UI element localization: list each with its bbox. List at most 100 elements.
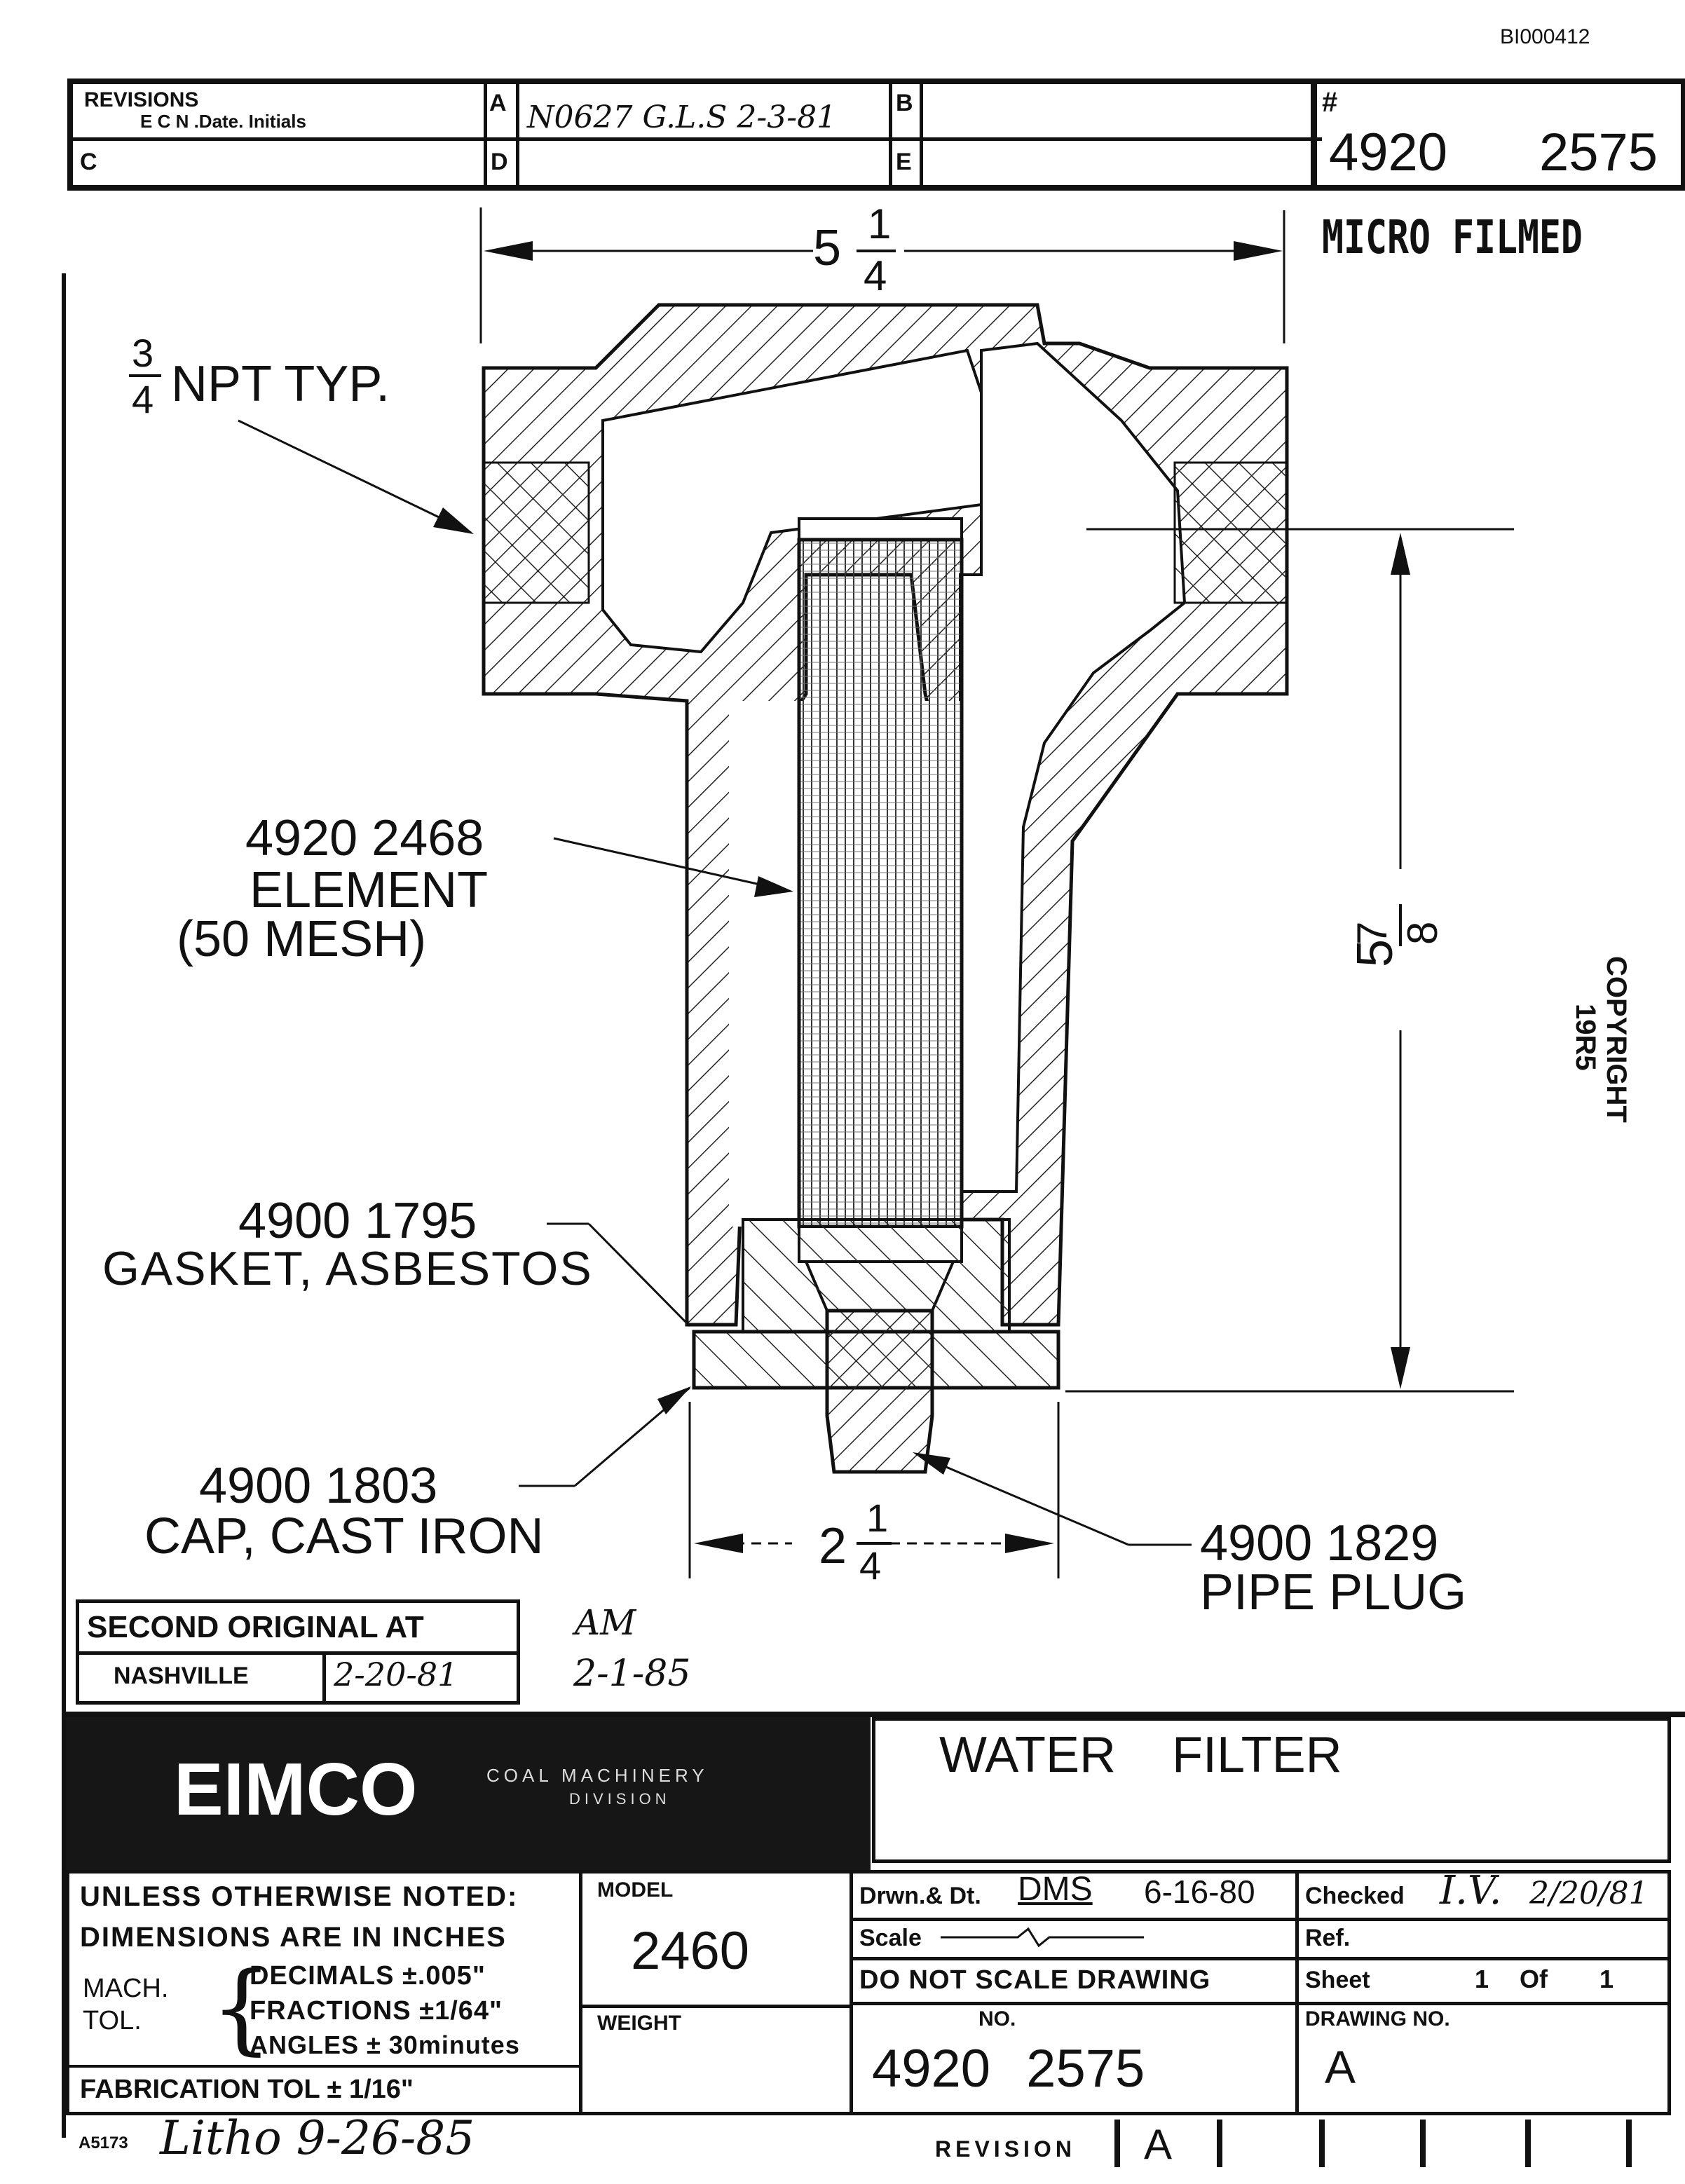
- tol-angles: ANGLES ± 30minutes: [250, 2031, 520, 2059]
- notes-line-1: UNLESS OTHERWISE NOTED:: [80, 1881, 519, 1912]
- checked-by: I.V.: [1440, 1868, 1502, 1913]
- drawn-by: DMS: [1018, 1871, 1093, 1908]
- element-mesh: (50 MESH): [177, 911, 427, 967]
- notes-line-2: DIMENSIONS ARE IN INCHES: [80, 1922, 507, 1953]
- document-id: BI000412: [1500, 25, 1590, 48]
- second-original-location: NASHVILLE: [114, 1663, 249, 1689]
- npt-num: 3: [132, 331, 154, 375]
- revision-slot-c-letter: C: [80, 149, 97, 175]
- sheet-label: Sheet: [1305, 1967, 1370, 1993]
- drawing-number-top-2: 2575: [1539, 123, 1658, 182]
- second-original-divider: [76, 1651, 520, 1655]
- drawing-number: 4920 2575: [872, 2039, 1145, 2098]
- revisions-col3: [889, 79, 892, 191]
- dim-side-den: 8: [1399, 921, 1446, 945]
- revision-tick-3: [1319, 2120, 1325, 2167]
- plug-name: PIPE PLUG: [1200, 1564, 1467, 1620]
- second-original-col: [322, 1651, 326, 1705]
- drawn-date: 6-16-80: [1144, 1874, 1255, 1910]
- tol-brace: {: [210, 1951, 273, 2066]
- fabrication-divider: [66, 2065, 579, 2068]
- revision-tick-4: [1420, 2120, 1426, 2167]
- grid-col-checked: [1295, 1870, 1299, 2115]
- revision-tick-2: [1217, 2120, 1222, 2167]
- scale-label: Scale: [859, 1925, 922, 1951]
- revisions-divider: [67, 137, 1322, 141]
- dim-side-fraction-bar: [1399, 904, 1402, 946]
- dim-bottom-num: 1: [866, 1496, 889, 1540]
- revision-tick-6: [1626, 2120, 1632, 2167]
- grid-row-drawn: [850, 1918, 1671, 1921]
- dim-side-num: 7: [1349, 921, 1396, 945]
- drawing-letter: A: [1325, 2041, 1356, 2093]
- microfilmed-stamp: MICRO FILMED: [1322, 210, 1583, 264]
- drawn-label: Drwn.& Dt.: [859, 1883, 981, 1909]
- second-original-initials: AM: [575, 1602, 636, 1643]
- no-label: NO.: [978, 2007, 1016, 2031]
- npt-den: 4: [132, 377, 154, 421]
- grid-row-model-weight: [579, 2005, 850, 2008]
- npt-label: NPT TYP.: [171, 356, 390, 412]
- revision-slot-e-letter: E: [896, 149, 912, 175]
- revision-slot-a-value: N0627 G.L.S 2-3-81: [527, 100, 837, 135]
- revision-label: REVISION: [935, 2136, 1076, 2162]
- drawing-title: WATER FILTER: [939, 1727, 1342, 1783]
- second-original-date-2: 2-1-85: [573, 1653, 691, 1695]
- sheet-total: 1: [1599, 1965, 1614, 1993]
- revisions-col1: [484, 79, 487, 191]
- cap-name: CAP, CAST IRON: [144, 1508, 544, 1564]
- revisions-header: REVISIONS: [84, 88, 199, 111]
- dim-bottom-whole: 2: [819, 1518, 847, 1574]
- division-line-2: DIVISION: [569, 1790, 671, 1808]
- dim-top-whole: 5: [813, 220, 842, 276]
- second-original-date: 2-20-81: [334, 1656, 458, 1693]
- revision-value: A: [1144, 2121, 1173, 2168]
- form-number: A5173: [79, 2134, 128, 2152]
- element-name: ELEMENT: [250, 862, 489, 918]
- drawing-no-label: DRAWING NO.: [1305, 2007, 1450, 2031]
- mach-tol-label-2: TOL.: [83, 2006, 142, 2035]
- company-banner: [66, 1717, 871, 1870]
- revisions-subheader: E C N .Date. Initials: [140, 111, 306, 132]
- sheet-number: 1: [1475, 1965, 1489, 1993]
- do-not-scale: DO NOT SCALE DRAWING: [859, 1965, 1211, 1995]
- revisions-hash: #: [1322, 87, 1338, 118]
- copyright-year: 19R5: [1570, 1004, 1601, 1071]
- dim-top-den: 4: [864, 252, 887, 299]
- checked-date: 2/20/81: [1529, 1876, 1649, 1911]
- gasket-part-number: 4900 1795: [238, 1193, 477, 1249]
- company-logo: EIMCO: [174, 1748, 418, 1831]
- dim-bottom-fraction-bar: [857, 1542, 892, 1545]
- revision-slot-a-letter: A: [489, 90, 507, 116]
- dim-bottom-den: 4: [859, 1543, 882, 1588]
- drawing-number-top: 4920: [1329, 123, 1448, 182]
- gasket-name: GASKET, ASBESTOS: [102, 1242, 593, 1295]
- model-label: MODEL: [597, 1878, 674, 1902]
- checked-label: Checked: [1305, 1883, 1405, 1909]
- revisions-col5: [1311, 79, 1317, 191]
- scale-squiggle: [941, 1927, 1144, 1948]
- copyright-label: COPYRIGHT: [1601, 956, 1632, 1123]
- weight-label: WEIGHT: [597, 2012, 681, 2035]
- second-original-title: SECOND ORIGINAL AT: [87, 1610, 424, 1644]
- sheet-of: Of: [1520, 1965, 1548, 1993]
- grid-row-scale: [850, 1957, 1671, 1960]
- revision-tick-5: [1525, 2120, 1531, 2167]
- revisions-block: [67, 79, 1685, 191]
- dim-top-fraction-bar: [857, 250, 896, 252]
- ref-label: Ref.: [1305, 1925, 1351, 1951]
- lower-title-grid: [66, 1870, 1671, 2115]
- mach-tol-label-1: MACH.: [83, 1974, 169, 2003]
- element-part-number: 4920 2468: [245, 810, 484, 866]
- revisions-col4: [920, 79, 923, 191]
- division-line-1: COAL MACHINERY: [486, 1765, 709, 1786]
- fabrication-tol: FABRICATION TOL ± 1/16": [80, 2075, 414, 2104]
- tol-fractions: FRACTIONS ±1/64": [250, 1996, 503, 2026]
- title-block-top-border: [64, 1712, 1685, 1717]
- npt-fraction-bar: [129, 374, 161, 377]
- plug-part-number: 4900 1829: [1200, 1515, 1439, 1571]
- revision-slot-d-letter: D: [491, 149, 508, 175]
- left-border: [62, 273, 66, 2138]
- grid-col-model: [579, 1870, 582, 2115]
